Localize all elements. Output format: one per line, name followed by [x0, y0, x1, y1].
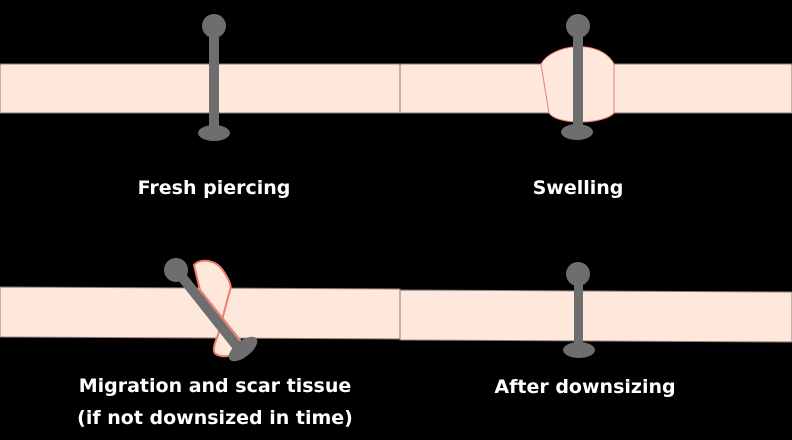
barbell-flat-back [228, 336, 258, 362]
label-swelling: Swelling [532, 177, 624, 199]
skin-band-bottom-right [399, 289, 792, 343]
barbell-flat-back [198, 125, 230, 141]
barbell-post [209, 34, 219, 130]
label-fresh-piercing: Fresh piercing [137, 177, 291, 199]
barbell-flat-back [563, 342, 595, 358]
barbell-flat-back [561, 124, 593, 140]
label-migration-line2: (if not downsized in time) [77, 407, 353, 429]
label-after-downsizing: After downsizing [494, 376, 676, 398]
skin-band-top-left [0, 63, 401, 114]
barbell-post [174, 268, 244, 354]
barbell-ball [202, 14, 226, 38]
barbell-ball [164, 258, 188, 282]
panel-swelling [399, 14, 792, 140]
barbell-post [574, 284, 583, 346]
barbell-ball [566, 14, 590, 38]
barbell-migrated-icon [164, 258, 258, 362]
panel-migration [0, 258, 401, 362]
panel-after-downsizing [399, 262, 792, 358]
barbell-fresh-icon [198, 14, 230, 141]
panel-fresh-piercing [0, 14, 401, 141]
label-migration-line1: Migration and scar tissue [78, 375, 352, 397]
barbell-swelling-icon [561, 14, 593, 140]
barbell-ball [566, 262, 590, 286]
barbell-downsized-icon [563, 262, 595, 358]
barbell-post [573, 34, 583, 130]
